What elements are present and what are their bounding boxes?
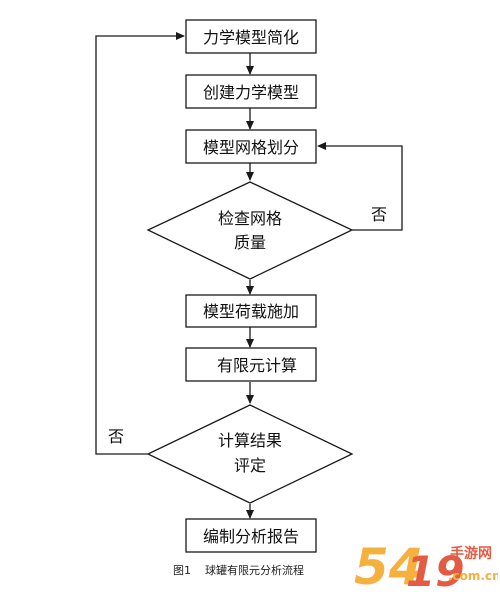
box-fea: 有限元计算 — [185, 347, 317, 382]
box-report-label: 编制分析报告 — [203, 527, 299, 546]
box-load: 模型荷载施加 — [185, 294, 317, 328]
watermark-digits: 54 — [354, 538, 424, 596]
box-simplify: 力学模型简化 — [185, 19, 317, 54]
box-mesh-label: 模型网格划分 — [203, 138, 299, 157]
loop-eval-no-to-simplify — [95, 32, 185, 455]
box-simplify-label: 力学模型简化 — [203, 28, 299, 47]
site-watermark-logo: 54 19 手游网 .com.cn — [354, 538, 498, 596]
diamond-check-line2: 质量 — [234, 233, 266, 252]
diamond-check-mesh: 检查网格 质量 — [146, 181, 354, 280]
box-load-label: 模型荷载施加 — [203, 302, 299, 321]
watermark-digits-2: 19 — [406, 547, 464, 596]
box-fea-label: 有限元计算 — [217, 356, 297, 375]
box-create: 创建力学模型 — [185, 74, 317, 109]
branch-label-eval-no: 否 — [108, 427, 124, 446]
watermark-tag-bottom: .com.cn — [448, 569, 498, 583]
diamond-eval-line2: 评定 — [234, 456, 266, 475]
diamond-evaluate: 计算结果 评定 — [146, 404, 354, 504]
connectors — [95, 32, 403, 519]
box-create-label: 创建力学模型 — [203, 83, 299, 102]
box-report: 编制分析报告 — [185, 518, 317, 553]
diamond-eval-line1: 计算结果 — [218, 431, 282, 450]
branch-label-mesh-no: 否 — [371, 205, 387, 224]
box-mesh: 模型网格划分 — [185, 129, 317, 164]
diamond-check-line1: 检查网格 — [218, 209, 282, 228]
figure-caption: 图1 球罐有限元分析流程 — [173, 564, 304, 577]
loop-check-no-to-mesh — [317, 142, 403, 231]
watermark-tag-top: 手游网 — [450, 545, 492, 562]
